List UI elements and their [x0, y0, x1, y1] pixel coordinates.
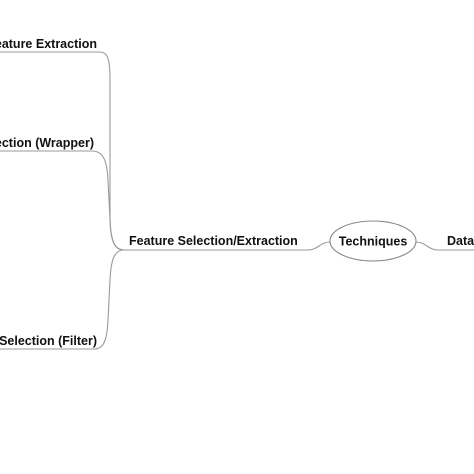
- node-techniques-label: Techniques: [339, 235, 408, 249]
- connector-hub-to-techniques: [124, 241, 331, 251]
- node-feature-selection-filter[interactable]: Feature Selection (Filter): [0, 334, 97, 348]
- node-feature-extraction[interactable]: Feature Extraction: [0, 37, 97, 51]
- connector-hub-to-wrapper: [0, 150, 125, 251]
- node-data[interactable]: Data: [447, 234, 474, 248]
- node-techniques[interactable]: Techniques: [329, 220, 417, 262]
- techniques-ellipse: [329, 220, 417, 262]
- node-feature-selection-wrapper[interactable]: Feature Selection (Wrapper): [0, 136, 94, 150]
- node-feature-selection-extraction[interactable]: Feature Selection/Extraction: [129, 234, 298, 248]
- connector-hub-to-filter: [0, 249, 125, 350]
- connector-techniques-to-data: [415, 241, 474, 251]
